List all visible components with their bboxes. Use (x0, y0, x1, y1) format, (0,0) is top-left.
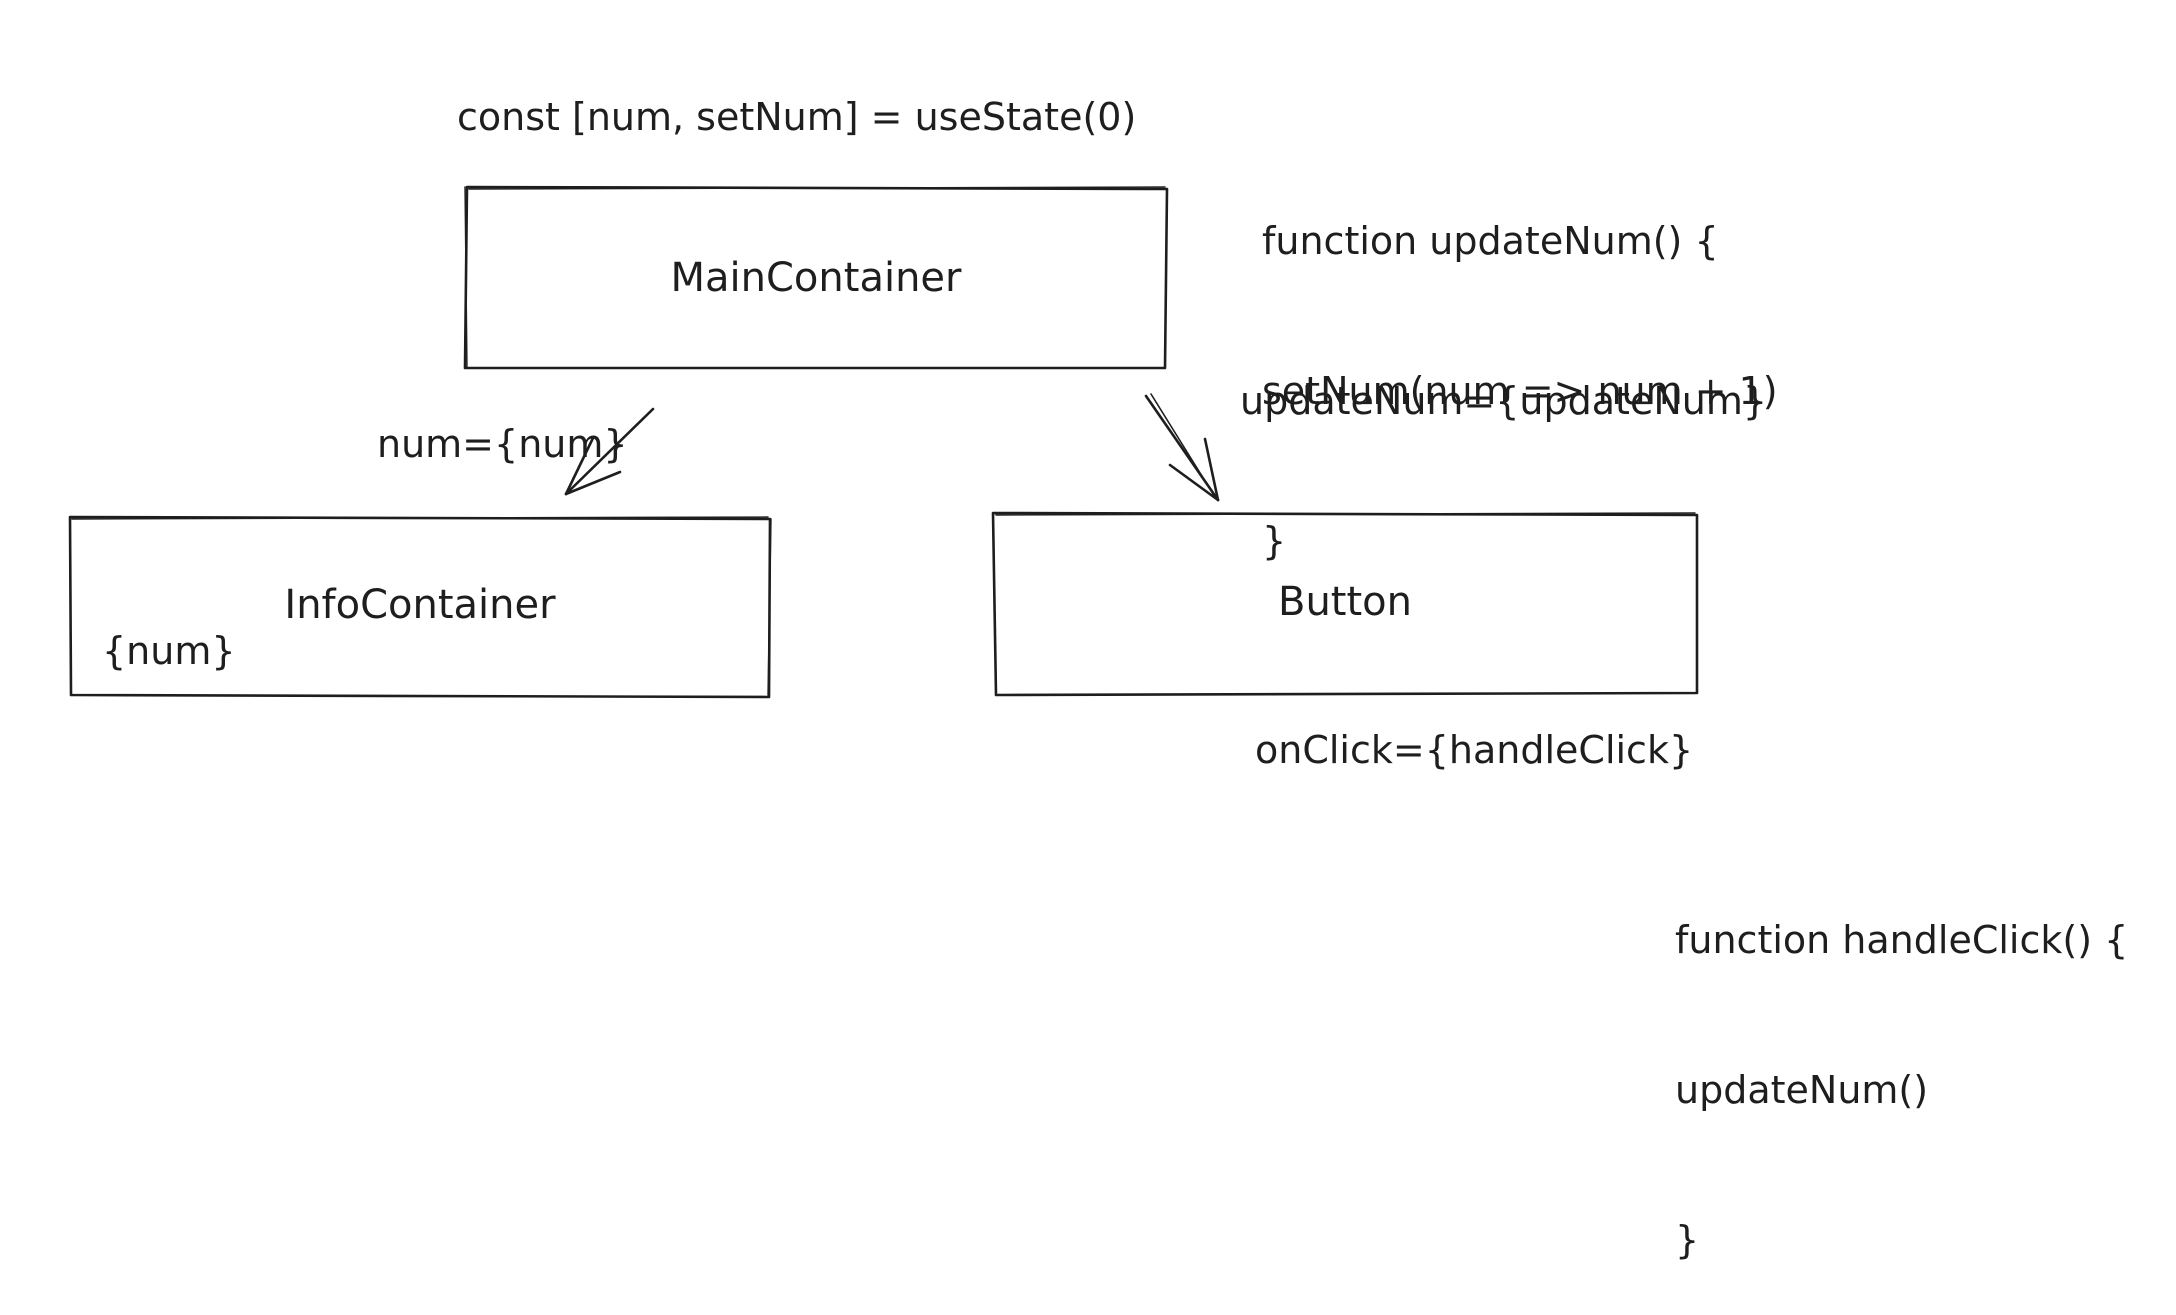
num-prop-label: num={num} (377, 422, 628, 466)
code-line: setNum(num => num + 1) (1262, 369, 1778, 413)
code-line: function handleClick() { (1675, 918, 2129, 962)
code-line: } (1675, 1218, 1700, 1262)
diagram-canvas (68, 185, 1699, 699)
info-container-label: InfoContainer (284, 582, 556, 628)
update-num-function: function updateNum() { setNum(num => num… (1262, 116, 1778, 616)
info-num-value: {num} (102, 629, 236, 673)
code-line: updateNum() (1675, 1068, 1929, 1112)
main-container-label: MainContainer (670, 255, 962, 301)
code-line: function updateNum() { (1262, 219, 1719, 263)
button-box (991, 511, 1699, 697)
arrow-main-to-button (1144, 393, 1220, 502)
arrow-main-to-info (564, 407, 655, 496)
main-container-box (463, 185, 1169, 370)
code-line: } (1262, 519, 1287, 563)
handle-click-function: function handleClick() { updateNum() } (1675, 815, 2128, 1315)
onclick-prop-label: onClick={handleClick} (1255, 728, 1694, 772)
info-container-box (68, 515, 772, 699)
update-num-prop-label: updateNum={updateNum} (1240, 379, 1768, 423)
button-label: Button (1278, 579, 1412, 625)
state-declaration: const [num, setNum] = useState(0) (457, 95, 1137, 139)
